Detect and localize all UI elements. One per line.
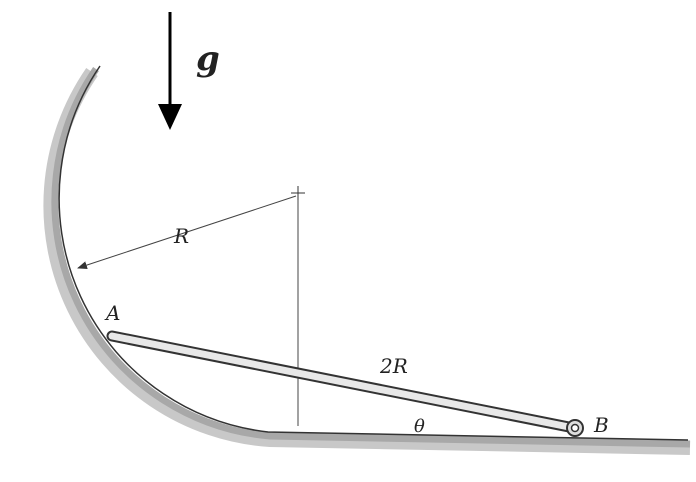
curved-surface <box>58 65 689 441</box>
surface-shading <box>43 67 691 455</box>
end-b-label: B <box>593 413 609 437</box>
rod-length-label: 2R <box>379 354 408 378</box>
gravity-arrow <box>158 12 182 130</box>
radius-label: R <box>173 224 189 248</box>
gravity-label: g <box>196 39 220 79</box>
end-a-label: A <box>104 301 120 325</box>
angle-label: θ <box>414 416 425 437</box>
rod-ab <box>106 330 580 434</box>
radius-dimension-line <box>77 195 297 269</box>
pin-b <box>566 419 584 437</box>
center-mark <box>291 186 305 200</box>
